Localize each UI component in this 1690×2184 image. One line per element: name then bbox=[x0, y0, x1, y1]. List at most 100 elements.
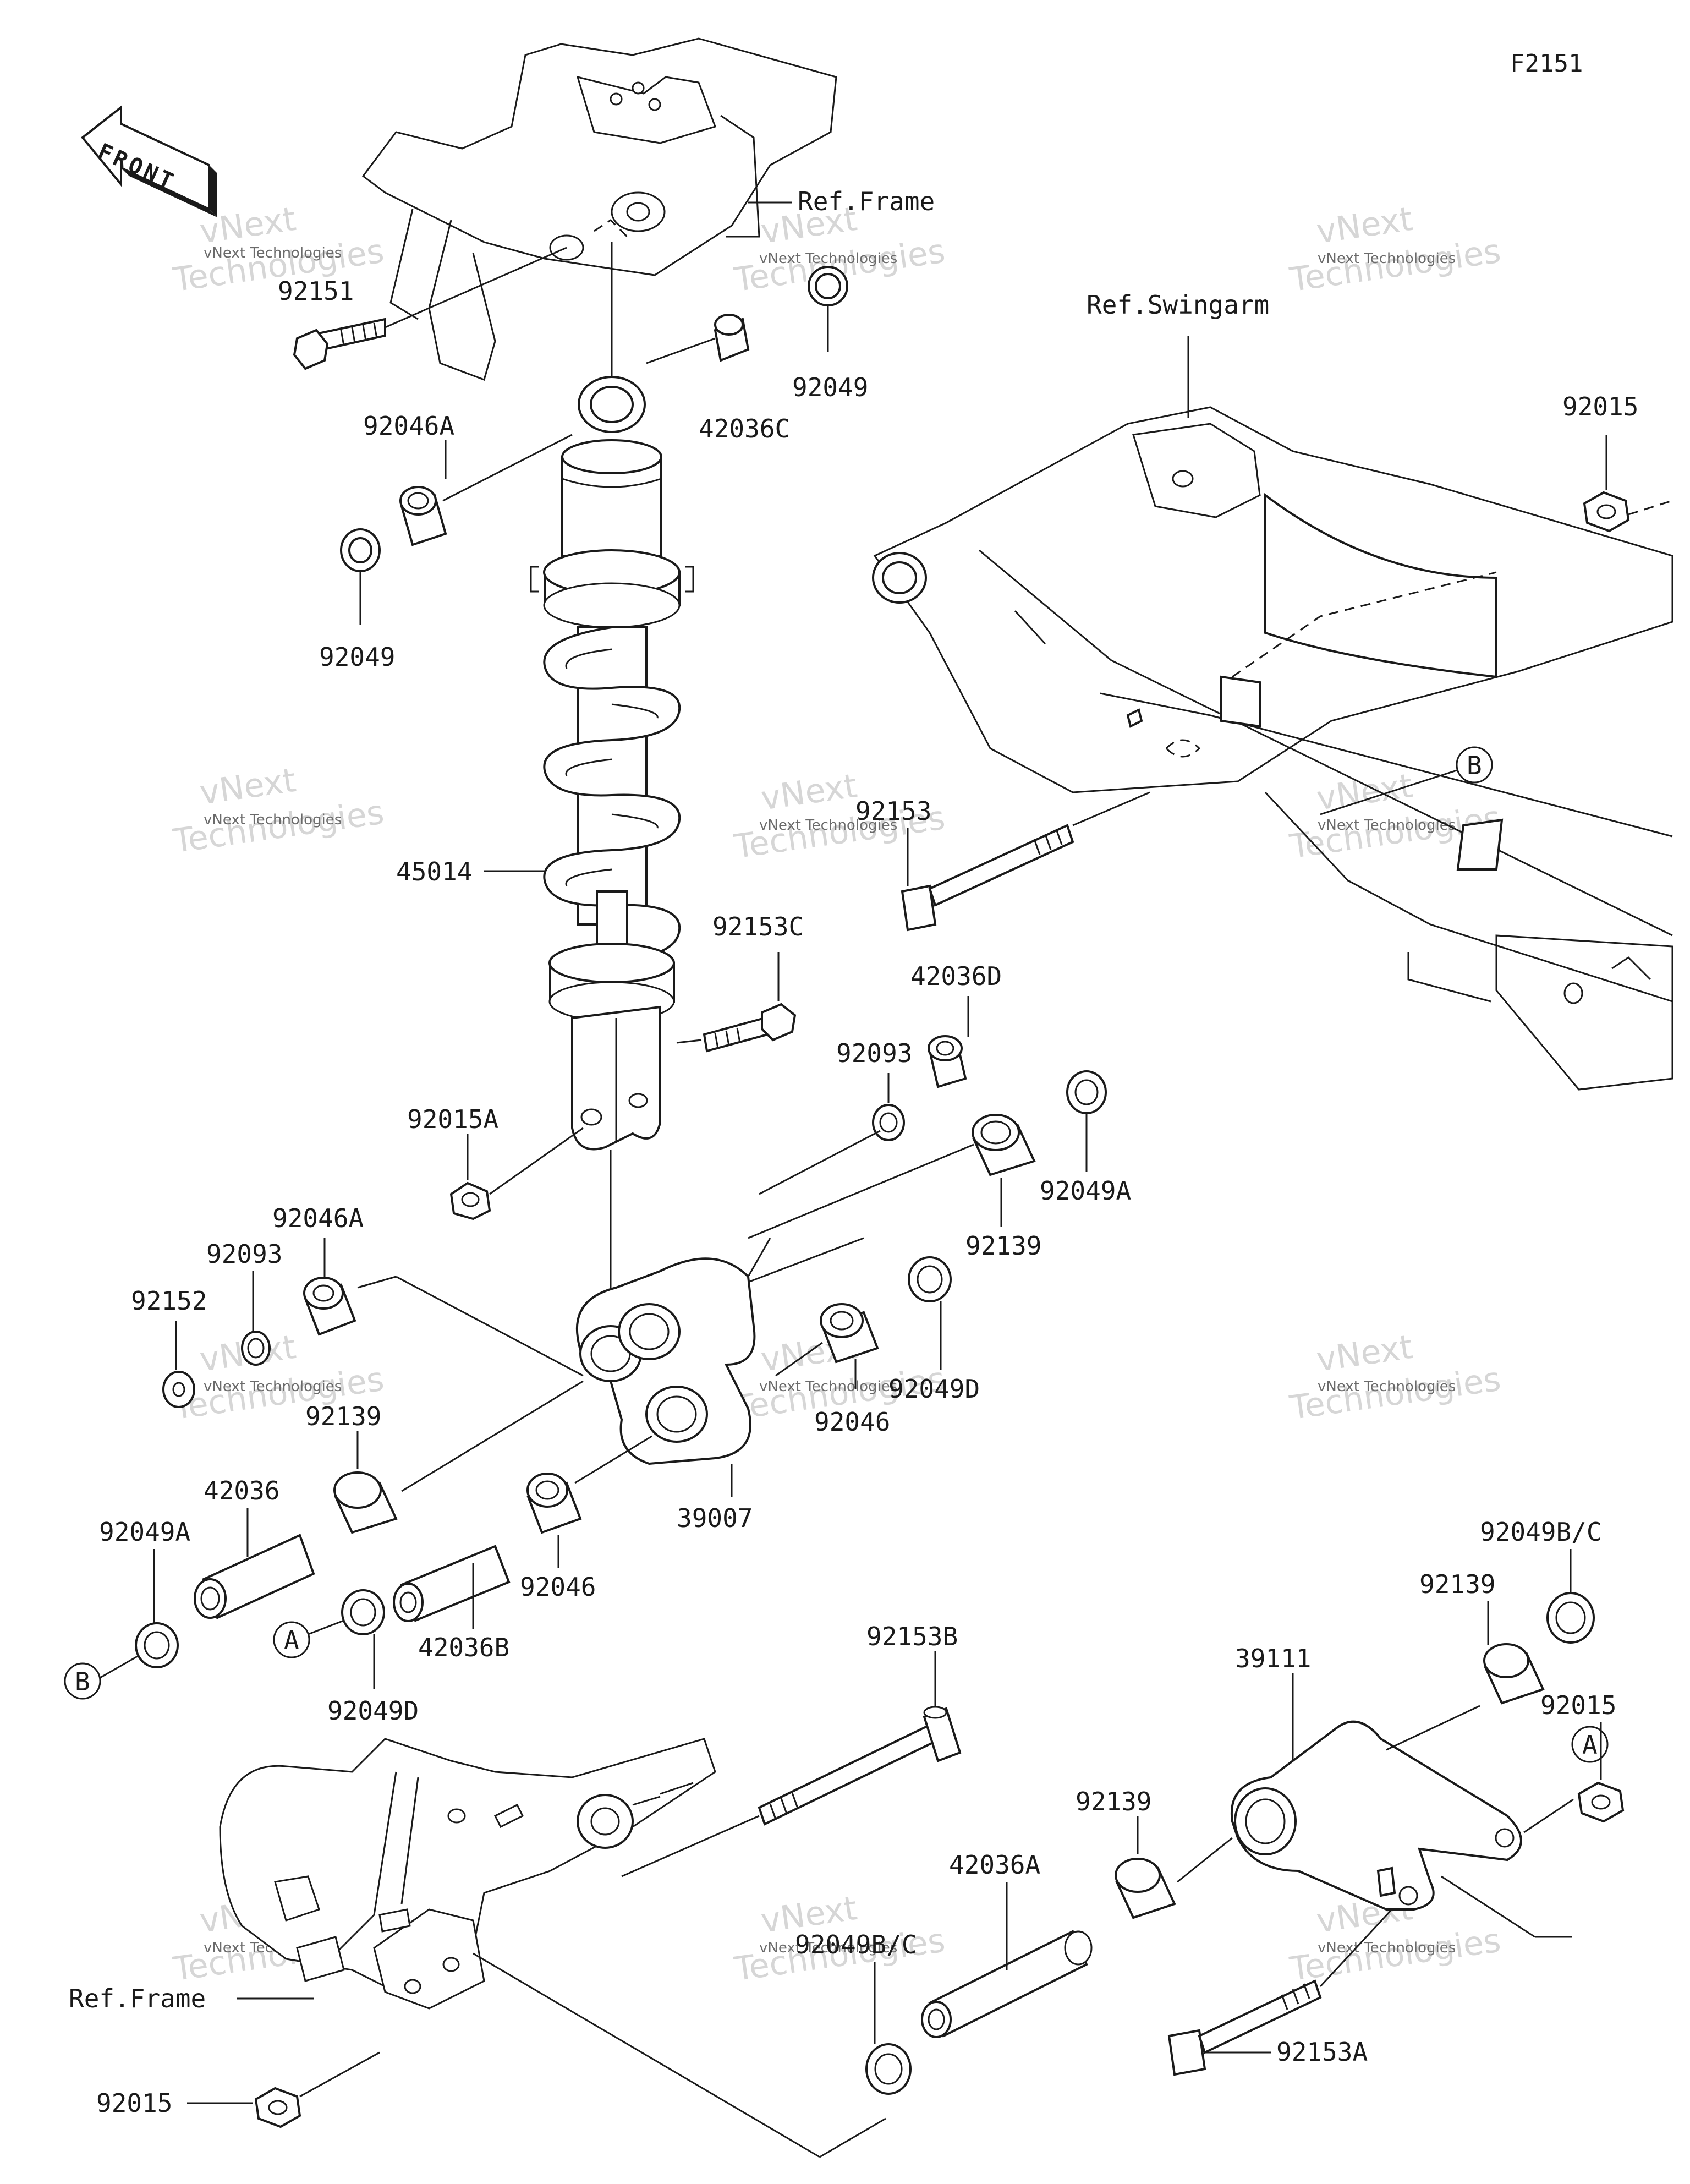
nut-92015A bbox=[449, 1127, 584, 1220]
watermark: vNext Technologies bbox=[1287, 200, 1503, 299]
washer-92093-left bbox=[241, 1271, 271, 1366]
spacer-92139-upper bbox=[748, 1114, 1036, 1239]
watermark-text: vNext Technologies bbox=[204, 1378, 342, 1395]
part-label: 92153B bbox=[866, 1622, 958, 1651]
front-arrow-icon: FRONT bbox=[81, 105, 217, 217]
part-label: 42036B bbox=[418, 1633, 509, 1662]
part-label: 92015 bbox=[96, 2088, 172, 2118]
part-label: 92049 bbox=[792, 373, 868, 402]
spacer-92139-right-top bbox=[1483, 1601, 1545, 1705]
part-label: 92046A bbox=[363, 411, 454, 441]
watermark-text: vNext Technologies bbox=[1318, 817, 1456, 834]
part-label: 92153C bbox=[712, 912, 804, 942]
part-label: 92015A bbox=[407, 1104, 498, 1134]
svg-text:A: A bbox=[284, 1625, 299, 1655]
washer-92049A-left bbox=[98, 1549, 179, 1679]
part-label: 42036A bbox=[949, 1850, 1040, 1880]
part-label: 92139 bbox=[1076, 1787, 1151, 1816]
sleeve-42036B bbox=[393, 1545, 511, 1629]
part-label: 42036C bbox=[699, 414, 790, 444]
needle-bearing-92046-right bbox=[775, 1303, 879, 1389]
part-label: 42036 bbox=[204, 1476, 279, 1506]
svg-text:B: B bbox=[75, 1667, 90, 1696]
svg-text:B: B bbox=[1467, 751, 1482, 780]
svg-text:A: A bbox=[1582, 1730, 1598, 1760]
needle-bearing-92046A-left bbox=[303, 1238, 584, 1377]
sleeve-42036 bbox=[194, 1508, 315, 1619]
washer-92049D-right bbox=[908, 1256, 952, 1370]
washer-92049BC-right bbox=[1546, 1549, 1595, 1644]
part-label: 92049 bbox=[319, 642, 395, 672]
sleeve-42036A bbox=[921, 1882, 1093, 2038]
watermark-text: vNext Technologies bbox=[759, 1940, 897, 1956]
bolt-92153C bbox=[676, 952, 797, 1053]
ref-frame-top-label: Ref.Frame bbox=[798, 187, 935, 216]
svg-text:vNext: vNext bbox=[1314, 767, 1415, 818]
watermark-text: vNext Technologies bbox=[1318, 250, 1456, 267]
part-label: 92153 bbox=[855, 796, 931, 826]
part-label: 39007 bbox=[677, 1503, 753, 1533]
watermark-text: vNext Technologies bbox=[759, 817, 897, 834]
part-label: 92151 bbox=[278, 276, 354, 306]
bolt-92153B bbox=[621, 1651, 962, 1878]
watermark-text: vNext Technologies bbox=[204, 245, 342, 261]
nut-92015-top bbox=[1583, 435, 1673, 533]
callout-b-left: B bbox=[64, 1662, 101, 1700]
bolt-92153A bbox=[1167, 1908, 1393, 2076]
frame-bottom: Ref.Frame bbox=[69, 1738, 886, 2158]
washer-92049D-left bbox=[308, 1589, 385, 1689]
part-label: 92153A bbox=[1276, 2037, 1368, 2067]
part-labels: 92151 92049 42036C 92046A 92049 45014 92… bbox=[96, 276, 1638, 2118]
part-label: 92049B/C bbox=[1480, 1517, 1602, 1547]
part-label: 92049B/C bbox=[795, 1930, 917, 1959]
spacer-92139-left-tie bbox=[1115, 1816, 1233, 1919]
watermark-text: vNext Technologies bbox=[1318, 1940, 1456, 1956]
watermark-text: vNext Technologies bbox=[759, 250, 897, 267]
rocker-arm-39007 bbox=[575, 1237, 864, 1497]
collar-42036D bbox=[928, 996, 969, 1088]
watermark-text: vNext Technologies bbox=[1318, 1378, 1456, 1395]
part-label: 92139 bbox=[305, 1402, 381, 1431]
watermark-text: vNext Technologies bbox=[204, 812, 342, 828]
washer-92049-left bbox=[340, 528, 381, 625]
frame-top: Ref.Frame bbox=[361, 37, 935, 381]
nut-92015-bottom bbox=[187, 2051, 380, 2128]
part-label: 45014 bbox=[396, 857, 472, 886]
part-label: 92049D bbox=[888, 1374, 980, 1404]
part-label: 92152 bbox=[131, 1286, 207, 1316]
tie-rod-39111 bbox=[1230, 1673, 1572, 1938]
part-label: 92015 bbox=[1562, 392, 1638, 422]
washer-92049A-right bbox=[1066, 1070, 1107, 1172]
part-label: 92046A bbox=[272, 1203, 364, 1233]
part-label: 92093 bbox=[836, 1038, 912, 1068]
callout-a-left: A bbox=[273, 1621, 310, 1658]
part-label: 92139 bbox=[965, 1231, 1041, 1261]
nut-92015-right bbox=[1523, 1722, 1625, 1833]
part-label: 92049A bbox=[99, 1517, 190, 1547]
ref-swingarm-label: Ref.Swingarm bbox=[1087, 290, 1269, 320]
part-label: 92015 bbox=[1540, 1690, 1616, 1720]
svg-text:vNext: vNext bbox=[197, 761, 298, 813]
collar-42036C bbox=[646, 314, 750, 364]
washer-92152 bbox=[162, 1321, 195, 1408]
rear-shock-absorber bbox=[530, 242, 694, 1299]
part-label: 92046 bbox=[814, 1407, 890, 1437]
figure-code: F2151 bbox=[1510, 50, 1583, 78]
swingarm: Ref.Swingarm bbox=[872, 290, 1673, 1091]
part-label: 92139 bbox=[1419, 1569, 1495, 1599]
watermark-text: vNext Technologies bbox=[759, 1378, 897, 1395]
washer-92049BC-bottom bbox=[865, 1962, 912, 2095]
part-label: 39111 bbox=[1235, 1644, 1311, 1673]
callout-a-right: A bbox=[1571, 1726, 1609, 1763]
svg-text:vNext: vNext bbox=[1314, 1328, 1415, 1380]
part-label: 92049A bbox=[1040, 1176, 1131, 1206]
watermark: vNext Technologies bbox=[1287, 1328, 1503, 1427]
callout-b-right: B bbox=[1320, 746, 1493, 815]
part-label: 92093 bbox=[206, 1239, 282, 1269]
svg-text:vNext: vNext bbox=[1314, 200, 1415, 251]
bolt-92151 bbox=[293, 247, 567, 370]
washer-92093-upper bbox=[759, 1073, 905, 1195]
watermark: vNext Technologies bbox=[171, 761, 386, 861]
bolt-92153 bbox=[901, 791, 1150, 932]
